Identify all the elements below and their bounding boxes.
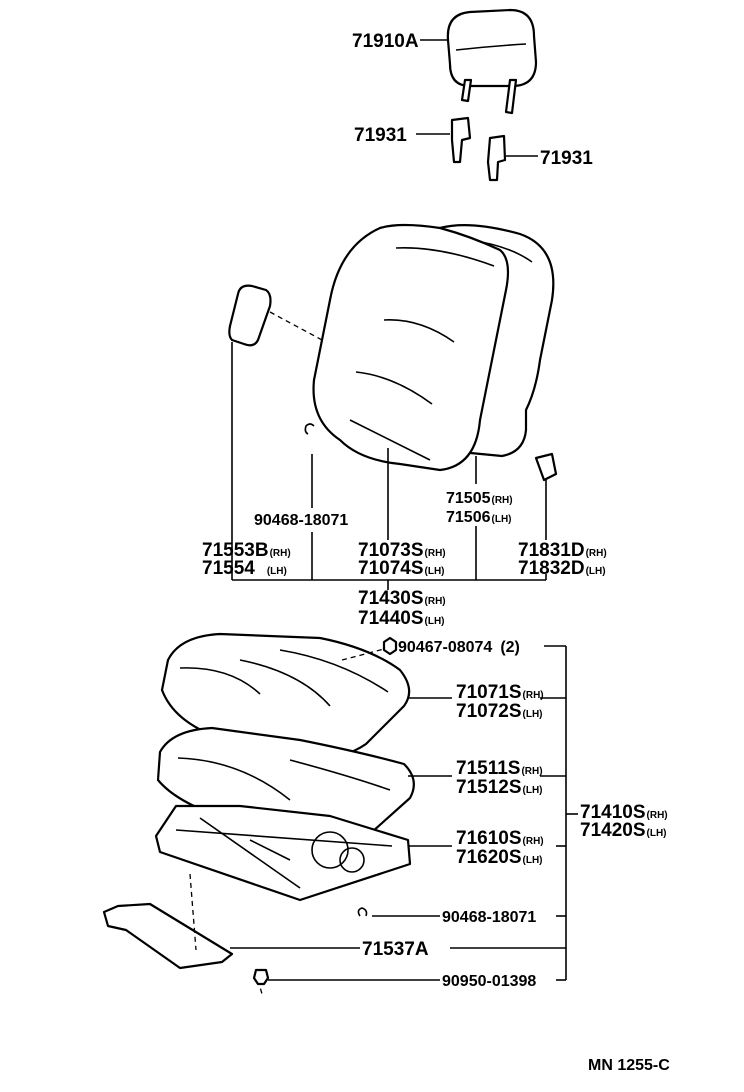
nut-icon [382, 636, 398, 656]
label-back-cover-lh: 71506(LH) [446, 509, 512, 526]
headrest-support-left-illustration [450, 116, 472, 164]
label-screw: 90950-01398 [442, 973, 536, 990]
label-seat-assy-rh: 71410S(RH) [580, 802, 668, 823]
label-back-assy-rh: 71073S(RH) [358, 540, 446, 561]
label-board: 71537A [362, 939, 429, 960]
label-back-cover-rh: 71505(RH) [446, 490, 513, 507]
seatback-leader-lines [231, 342, 547, 590]
diagram-code: MN 1255-C [588, 1057, 670, 1074]
label-hook-rh: 71831D(RH) [518, 540, 607, 561]
label-headrest: 71910A [352, 31, 419, 52]
label-headrest-support-left: 71931 [354, 125, 407, 146]
seat-frame-illustration [154, 804, 412, 902]
label-cushion-cover-lh: 71072S(LH) [456, 701, 543, 722]
board-illustration [102, 902, 234, 970]
label-seatback-lh: 71440S(LH) [358, 608, 445, 629]
label-frame-rh: 71610S(RH) [456, 828, 544, 849]
board-leader-dashed [189, 873, 197, 951]
label-seatback-rh: 71430S(RH) [358, 588, 446, 609]
label-cushion-pad-rh: 71511S(RH) [456, 758, 543, 779]
label-clip-frame: 90468-18071 [442, 909, 536, 926]
label-seat-assy-lh: 71420S(LH) [580, 820, 667, 841]
label-clip-back: 90468-18071 [254, 512, 348, 529]
label-frame-lh: 71620S(LH) [456, 847, 543, 868]
clip-frame-icon [357, 907, 368, 917]
headrest-illustration [446, 8, 538, 115]
cushion-leader-lines [230, 645, 578, 981]
label-hook-lh: 71832D(LH) [518, 558, 606, 579]
screw-icon [252, 968, 270, 986]
label-cushion-cover-rh: 71071S(RH) [456, 682, 544, 703]
seatback-illustration [312, 223, 555, 472]
label-pad-lh: 71554(LH) [202, 558, 287, 579]
label-back-assy-lh: 71074S(LH) [358, 558, 445, 579]
pad-leader-dashed [269, 311, 323, 341]
clip-back-icon [304, 423, 315, 435]
label-nut: 90467-08074(2) [398, 639, 520, 656]
label-headrest-support-right: 71931 [540, 148, 593, 169]
nut-leader-dashed [341, 647, 389, 661]
headrest-support-right-illustration [486, 134, 507, 182]
side-pad-illustration [228, 284, 272, 347]
hook-illustration [534, 452, 558, 482]
label-cushion-pad-lh: 71512S(LH) [456, 777, 543, 798]
label-pad-rh: 71553B(RH) [202, 540, 291, 561]
part-labels: 71910A 71931 71931 71505(RH) 71506(LH) 9… [202, 31, 670, 1074]
